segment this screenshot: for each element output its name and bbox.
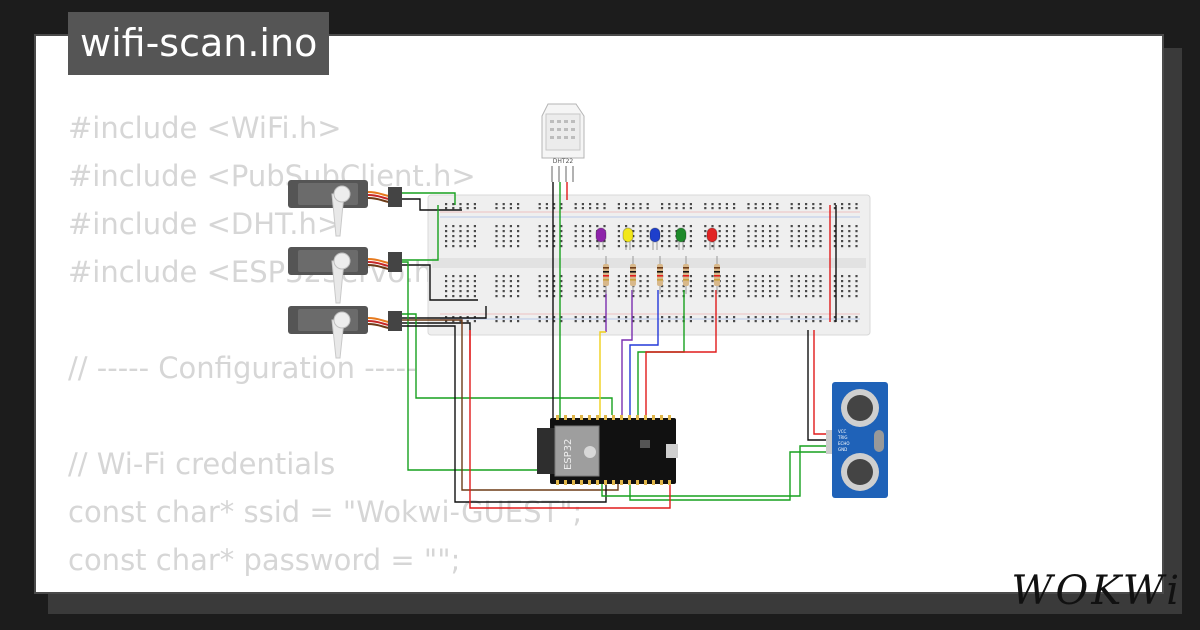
led[interactable] [675, 227, 687, 250]
led[interactable] [595, 227, 607, 250]
sensor-pin-label: TRIG [837, 435, 848, 440]
resistor[interactable] [657, 256, 663, 294]
sensor-pin-label: GND [838, 447, 847, 452]
code-line: #include <DHT.h> [68, 207, 342, 241]
led[interactable] [649, 227, 661, 250]
breadboard [427, 194, 871, 336]
code-preview: #include <WiFi.h>#include <PubSubClient.… [68, 104, 582, 584]
wires [402, 182, 837, 509]
code-line: const char* password = ""; [68, 543, 461, 577]
sensor-pin-label: ECHO [838, 441, 849, 446]
code-line: #include <WiFi.h> [68, 111, 342, 145]
servo-motor[interactable] [288, 306, 402, 359]
resistor[interactable] [683, 256, 689, 294]
file-title[interactable]: wifi-scan.ino [68, 12, 330, 75]
led-row [595, 227, 720, 294]
sensor-pin-label: VCC [838, 429, 847, 434]
servo-motor[interactable] [288, 180, 402, 237]
dht22-sensor[interactable]: DHT22 [541, 103, 585, 182]
led[interactable] [622, 227, 634, 250]
resistor[interactable] [603, 256, 609, 294]
esp32-board[interactable]: ESP32 [537, 415, 678, 485]
esp32-label: ESP32 [563, 439, 574, 470]
servo-motor[interactable] [288, 247, 402, 304]
wokwi-logo[interactable]: WOKWi [1011, 568, 1182, 614]
dht22-label: DHT22 [553, 158, 574, 165]
resistor[interactable] [714, 256, 720, 294]
led[interactable] [706, 227, 718, 250]
resistor[interactable] [630, 256, 636, 294]
code-line: const char* ssid = "Wokwi-GUEST"; [68, 495, 583, 529]
code-line: // Wi-Fi credentials [68, 447, 336, 481]
hc-sr04-sensor[interactable]: VCC TRIG ECHO GND [826, 382, 888, 498]
